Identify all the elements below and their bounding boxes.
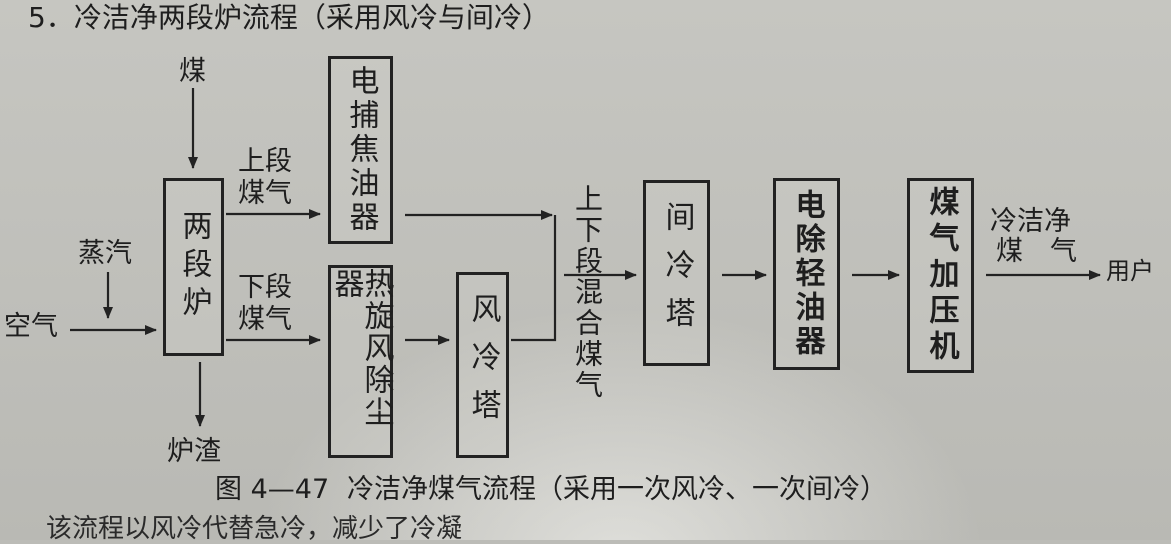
air-cooler-box: 风冷塔 — [456, 272, 509, 458]
cyclone-box: 热旋风除尘器 — [328, 265, 394, 458]
figure-title: 冷洁净煤气流程（采用一次风冷、一次间冷） — [347, 474, 887, 505]
furnace-box-label: 两段炉 — [176, 210, 212, 324]
figure-number: 图 4—47 — [215, 474, 330, 505]
section-heading: 5．冷洁净两段炉流程（采用风冷与间冷） — [28, 1, 550, 34]
lower-gas-label-line2: 煤气 — [238, 304, 292, 335]
gas-compressor-box-label: 煤气加压机 — [923, 185, 959, 366]
air-label: 空气 — [4, 311, 58, 342]
clean-gas-label-line2: 煤 气 — [996, 236, 1077, 267]
tar-catcher-box: 电捕焦油器 — [328, 56, 393, 244]
mixed-gas-label: 上下段混合煤气 — [571, 184, 604, 401]
indirect-cooler-box: 间冷塔 — [643, 180, 710, 366]
upper-gas-label-line1: 上段 — [238, 146, 292, 177]
furnace-box: 两段炉 — [163, 178, 224, 356]
clean-gas-label-line1: 冷洁净 — [990, 206, 1071, 237]
tar-catcher-box-label: 电捕焦油器 — [343, 65, 379, 235]
lower-gas-label-line1: 下段 — [238, 272, 292, 303]
light-oil-remover-box-label: 电除轻油器 — [789, 189, 825, 359]
slag-label: 炉渣 — [167, 436, 221, 467]
cooler-outlet-line — [511, 215, 557, 342]
body-text-fragment: 该流程以风冷代替急冷，减少了冷凝 — [46, 514, 463, 544]
gas-compressor-box: 煤气加压机 — [907, 178, 974, 373]
indirect-cooler-box-label: 间冷塔 — [659, 201, 695, 345]
user-label: 用户 — [1106, 257, 1154, 285]
light-oil-remover-box: 电除轻油器 — [773, 178, 840, 370]
upper-gas-label-line2: 煤气 — [238, 178, 292, 209]
steam-label: 蒸汽 — [78, 238, 132, 269]
coal-label: 煤 — [179, 56, 206, 87]
cyclone-box-label: 热旋风除尘器 — [328, 268, 394, 428]
air-cooler-box-label: 风冷塔 — [465, 293, 501, 437]
